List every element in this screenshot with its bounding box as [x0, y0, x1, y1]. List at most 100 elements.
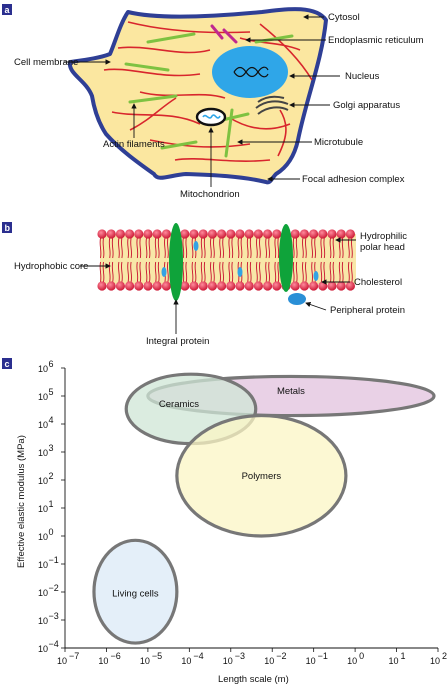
x-tick-label: 10 [140, 656, 150, 666]
lipid-head [143, 281, 153, 291]
lipid-tail [265, 237, 267, 259]
y-tick-label: 10 [38, 588, 48, 598]
y-tick-exponent: 3 [49, 443, 54, 453]
lipid-tail [157, 237, 160, 259]
lipid-tail [249, 237, 252, 259]
lipid-tail [246, 261, 249, 283]
x-tick-label: 10 [98, 656, 108, 666]
y-tick-label: 10 [38, 560, 48, 570]
x-tick-exponent: −3 [235, 651, 245, 661]
lipid-tail [167, 237, 169, 259]
lipid-tail [295, 237, 298, 259]
x-tick-label: 10 [181, 656, 191, 666]
cholesterol-4 [237, 267, 243, 277]
bilayer-core [100, 234, 356, 284]
panel-a-leaders [64, 14, 340, 187]
y-tick-exponent: 2 [49, 471, 54, 481]
x-tick-exponent: −5 [152, 651, 162, 661]
lipid-head [253, 229, 263, 239]
y-tick-label: 10 [38, 476, 48, 486]
lipid-tail [130, 261, 132, 283]
lipid-head [217, 229, 227, 239]
lipid-tail [164, 237, 166, 259]
x-tick-exponent: 2 [442, 651, 447, 661]
lipid-head [235, 281, 245, 291]
y-tick-exponent: 0 [49, 527, 54, 537]
x-tick-label: 10 [223, 656, 233, 666]
lipid-head [327, 281, 337, 291]
label-cholesterol: Cholesterol [354, 277, 402, 288]
lipid-tail [121, 237, 123, 259]
lipid-head [143, 229, 153, 239]
lipid-tail [203, 261, 206, 283]
lipid-head [309, 229, 319, 239]
microtubules [124, 32, 294, 158]
lipid-tail [277, 237, 280, 259]
lipid-tail [139, 237, 142, 259]
y-tick-exponent: −1 [49, 555, 59, 565]
panel-b: b Hydrophilic polar head Hydrophobic cor… [2, 222, 407, 347]
label-microtubule: Microtubule [314, 137, 363, 148]
lipid-tail [265, 261, 267, 283]
lipid-tail [99, 261, 102, 283]
lipid-head [336, 229, 346, 239]
lipid-tail [145, 237, 148, 259]
x-tick-label: 10 [430, 656, 440, 666]
lipid-tail [305, 261, 307, 283]
integral-protein-1 [169, 223, 183, 301]
panel-c-badge [2, 358, 12, 369]
lipid-tail [200, 237, 203, 259]
lipid-tail [249, 261, 252, 283]
x-tick-exponent: −1 [318, 651, 328, 661]
label-peripheral-protein: Peripheral protein [330, 305, 405, 316]
lipid-head [226, 281, 236, 291]
lipid-tail [222, 261, 224, 283]
lipid-tail [292, 261, 295, 283]
y-tick-label: 10 [38, 448, 48, 458]
x-tick-exponent: −2 [276, 651, 286, 661]
lipid-head [115, 281, 125, 291]
lipid-tail [348, 261, 350, 283]
lipid-head [180, 229, 190, 239]
x-tick-exponent: 1 [401, 651, 406, 661]
lipid-tail [341, 261, 344, 283]
lipid-tail [102, 261, 105, 283]
lipid-tail [219, 237, 221, 259]
lipid-head [253, 281, 263, 291]
lipid-head [336, 281, 346, 291]
lipid-tail [292, 237, 295, 259]
lipid-head [125, 229, 135, 239]
lipid-head [97, 281, 107, 291]
lipid-tail [240, 237, 243, 259]
y-tick-exponent: −2 [49, 583, 59, 593]
lipid-head [161, 281, 171, 291]
lipid-tail [246, 237, 249, 259]
y-tick-label: 10 [38, 532, 48, 542]
lipid-tail [277, 261, 280, 283]
lipid-tail [231, 237, 234, 259]
panel-a: a [2, 4, 424, 200]
lipid-tail [213, 261, 215, 283]
lipid-head [290, 281, 300, 291]
lipid-tail [329, 237, 332, 259]
lipid-head [272, 281, 282, 291]
peripheral-protein-shape [288, 293, 306, 305]
er-shape [210, 24, 238, 44]
lipid-head [152, 281, 162, 291]
lipid-tail [338, 261, 341, 283]
lipid-head [134, 281, 144, 291]
lipid-tail [136, 237, 139, 259]
y-axis-label: Effective elastic modulus (MPa) [16, 435, 27, 568]
lipid-tail [154, 261, 157, 283]
lipid-tail [329, 261, 332, 283]
x-tick-exponent: 0 [359, 651, 364, 661]
lipid-head [134, 229, 144, 239]
lipid-tail [191, 237, 194, 259]
lipid-head [235, 229, 245, 239]
lipid-tail [274, 261, 277, 283]
lipid-head [125, 281, 135, 291]
label-nucleus: Nucleus [345, 71, 380, 82]
